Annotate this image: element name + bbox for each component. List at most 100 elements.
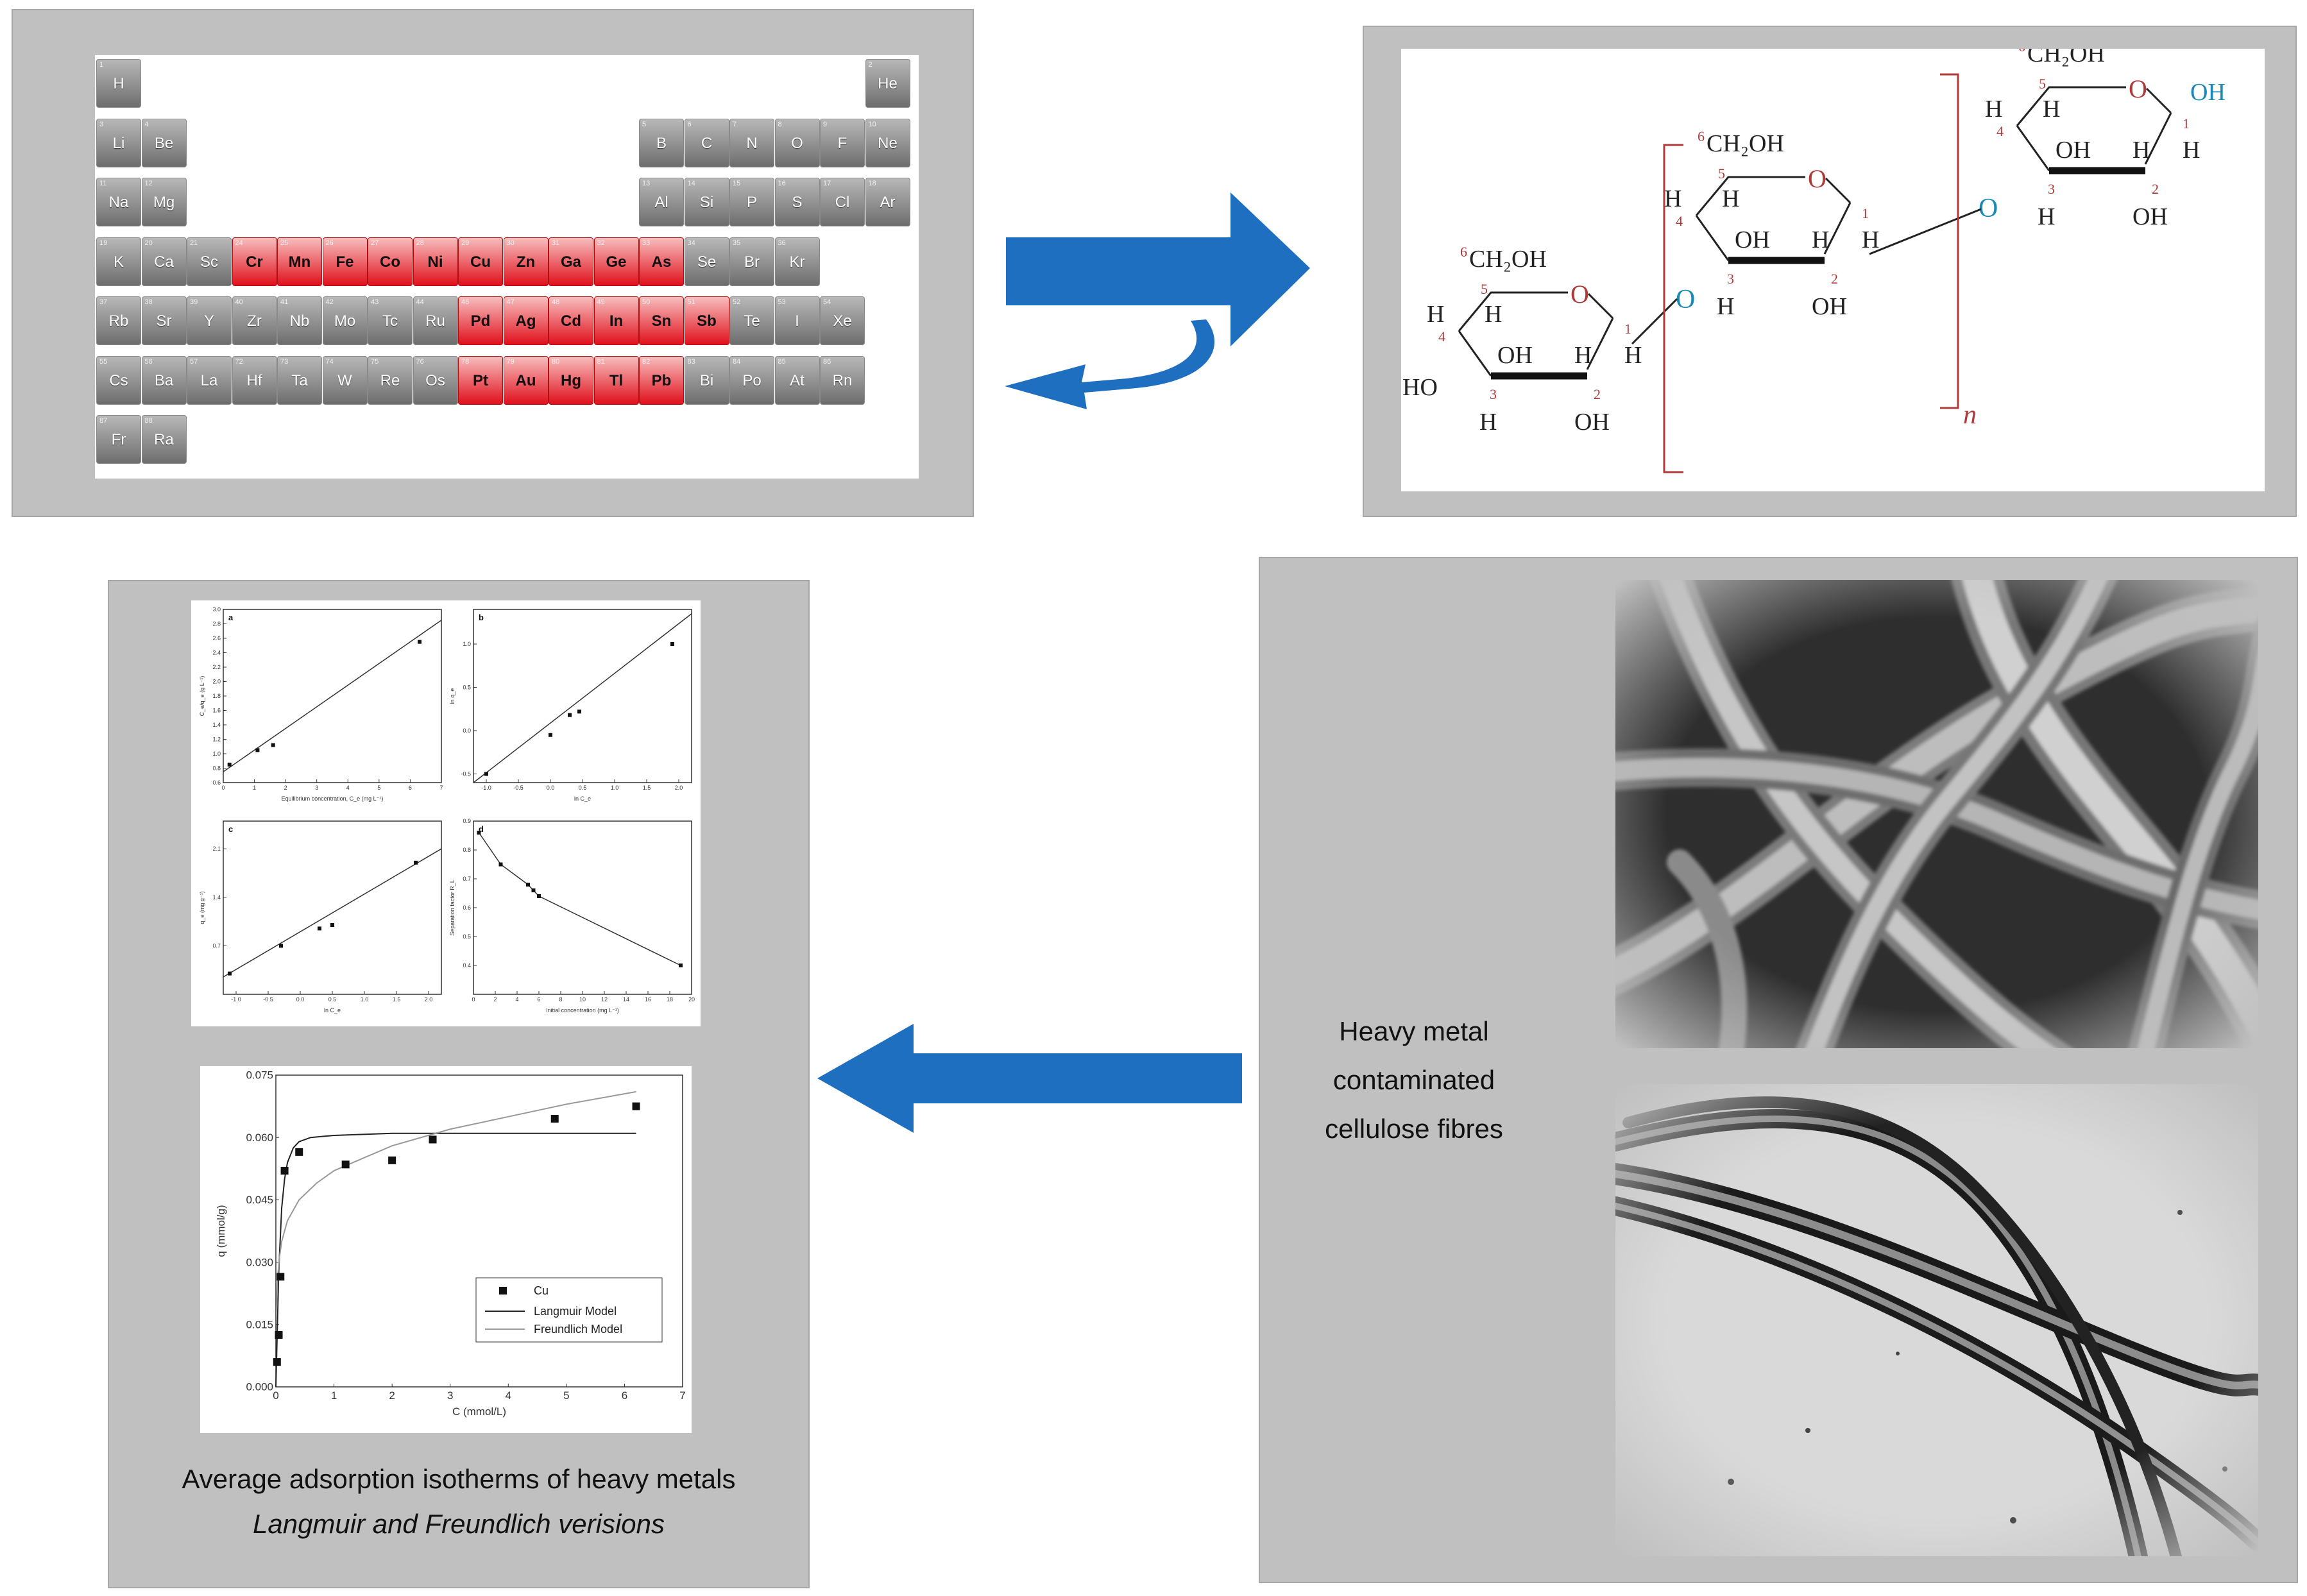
ring-bond — [1825, 177, 1852, 204]
cu-data-point — [280, 1167, 289, 1175]
element-number: 14 — [687, 180, 695, 187]
y-tick-label: 0.8 — [463, 847, 471, 853]
element-symbol: Pb — [651, 371, 672, 389]
carbon-number: 6 — [2018, 49, 2025, 55]
x-tick-label: 3 — [447, 1389, 453, 1402]
y-axis-label: q (mmol/g) — [215, 1205, 227, 1257]
arrow-right-icon — [1005, 192, 1310, 409]
element-number: 36 — [778, 239, 786, 247]
x-tick-label: 20 — [688, 996, 695, 1003]
element-number: 40 — [235, 298, 243, 306]
cu-data-point — [388, 1156, 396, 1164]
element-number: 57 — [190, 357, 198, 366]
x-tick-label: 7 — [679, 1389, 685, 1402]
y-tick-label: 1.6 — [212, 708, 221, 714]
element-number: 80 — [552, 357, 560, 366]
element-symbol: Cs — [109, 371, 128, 389]
element-number: 20 — [144, 239, 153, 247]
x-tick-label: -0.5 — [263, 996, 273, 1003]
glycosidic-bond — [1631, 298, 1678, 345]
hydrogen: H — [1812, 226, 1829, 253]
plot-frame — [473, 820, 692, 995]
data-point — [526, 883, 530, 887]
element-symbol: Tc — [382, 312, 398, 330]
element-symbol: Sn — [651, 312, 672, 330]
x-tick-label: 16 — [645, 996, 651, 1003]
data-point — [670, 642, 674, 646]
ring-oxygen: O — [1571, 280, 1589, 309]
x-tick-label: 7 — [439, 785, 443, 791]
carbon-number: 3 — [1490, 386, 1497, 402]
x-tick-label: 0 — [472, 996, 475, 1003]
element-number: 12 — [144, 180, 153, 187]
hydrogen: H — [1717, 293, 1734, 320]
element-number: 25 — [280, 239, 289, 247]
cu-data-point — [429, 1135, 437, 1144]
element-number: 29 — [461, 239, 470, 247]
element-symbol: Hf — [246, 371, 262, 389]
element-number: 17 — [823, 180, 831, 187]
y-tick-label: 1.2 — [212, 736, 221, 743]
element-symbol: La — [200, 371, 218, 389]
x-axis-label: Initial concentration (mg L⁻¹) — [546, 1007, 619, 1014]
element-symbol: Ne — [878, 134, 898, 152]
element-symbol: Bi — [699, 371, 714, 389]
x-tick-label: 8 — [559, 996, 562, 1003]
element-symbol: Cr — [246, 253, 263, 271]
hydrogen: H — [1485, 301, 1502, 328]
y-tick-label: 1.0 — [463, 641, 471, 647]
x-tick-label: 1.0 — [611, 785, 619, 791]
micrograph-fibre-image — [1615, 1084, 2258, 1556]
y-tick-label: 1.0 — [212, 751, 221, 757]
element-number: 42 — [325, 298, 334, 306]
y-axis-label: C_e/q_e (g L⁻¹) — [199, 676, 205, 717]
element-symbol: Po — [742, 371, 762, 389]
element-number: 10 — [868, 120, 876, 128]
fit-line — [223, 620, 442, 772]
element-number: 31 — [552, 239, 560, 247]
y-tick-label: 2.8 — [212, 621, 221, 627]
ring-bond — [1458, 291, 1568, 332]
element-symbol: Re — [380, 371, 400, 389]
sem-fibre-image — [1615, 580, 2258, 1048]
hydrogen: H — [1624, 342, 1642, 369]
carbon-number: 2 — [1594, 386, 1601, 402]
caption-subtitle: Langmuir and Freundlich verisions — [253, 1509, 665, 1539]
y-axis-label: ln q_e — [449, 688, 455, 704]
data-point — [271, 743, 275, 747]
hydrogen: H — [2038, 203, 2055, 230]
element-number: 46 — [461, 298, 470, 306]
data-point — [577, 709, 581, 714]
element-number: 3 — [99, 120, 104, 128]
element-symbol: Al — [654, 194, 668, 211]
y-tick-label: 0.030 — [246, 1256, 273, 1268]
x-tick-label: 4 — [346, 785, 350, 791]
element-symbol: F — [837, 134, 847, 152]
hydrogen: H — [2183, 137, 2200, 164]
x-tick-label: 0.5 — [579, 785, 587, 791]
y-tick-label: 0.060 — [246, 1132, 273, 1144]
x-axis-label: Equilibrium concentration, C_e (mg L⁻¹) — [282, 795, 384, 802]
ring-bond — [2016, 86, 2126, 126]
hydrogen: H — [2043, 96, 2060, 123]
element-number: 52 — [733, 298, 741, 306]
y-tick-label: 0.8 — [212, 765, 221, 772]
element-symbol: Pt — [473, 371, 488, 389]
x-tick-label: 0.0 — [547, 785, 555, 791]
element-number: 50 — [642, 298, 651, 306]
